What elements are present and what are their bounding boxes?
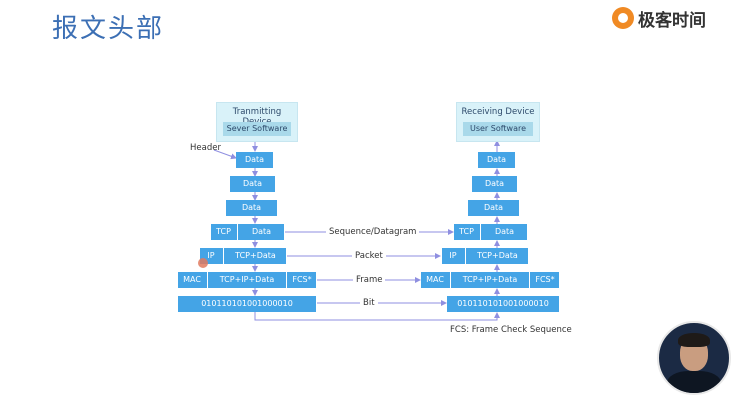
bit-link-label: Bit	[360, 298, 378, 308]
receiver-data-3: Data	[468, 200, 519, 216]
sender-tcp-segment: TCP Data	[211, 224, 284, 240]
presenter-hair	[678, 333, 710, 347]
receiver-ip-packet: IP TCP+Data	[442, 248, 528, 264]
segment-link-label: Sequence/Datagram	[326, 227, 420, 237]
sender-tcp-data: Data	[237, 224, 285, 240]
brand-logo-icon	[612, 7, 634, 29]
receiver-ip-payload: TCP+Data	[465, 248, 529, 264]
receiver-fcs: FCS*	[529, 272, 560, 288]
header-label: Header	[190, 143, 221, 153]
sender-bits: 010110101001000010	[178, 296, 316, 312]
receiver-data-2: Data	[472, 176, 517, 192]
pointer-highlight	[198, 258, 208, 268]
receiver-frame-payload: TCP+IP+Data	[450, 272, 529, 288]
header-pointer	[213, 149, 237, 160]
receiver-data-1-label: Data	[486, 155, 507, 164]
brand-name: 极客时间	[638, 10, 706, 31]
presenter-video[interactable]	[657, 321, 731, 395]
presenter-body	[667, 371, 721, 393]
sender-mac-header: MAC	[183, 275, 201, 284]
sender-data-3-label: Data	[241, 203, 262, 212]
receiver-mac-header: MAC	[426, 275, 444, 284]
sender-ip-packet: IP TCP+Data	[200, 248, 286, 264]
receiver-data-3-label: Data	[483, 203, 504, 212]
receiver-device: Receiving Device User Software	[456, 102, 540, 142]
sender-app: Sever Software	[223, 122, 291, 136]
receiver-data-1: Data	[478, 152, 515, 168]
receiver-app: User Software	[463, 122, 533, 136]
sender-tcp-header: TCP	[216, 227, 231, 236]
receiver-ip-header: IP	[449, 251, 457, 260]
packet-link-label: Packet	[352, 251, 386, 261]
receiver-tcp-segment: TCP Data	[454, 224, 527, 240]
receiver-tcp-header: TCP	[459, 227, 474, 236]
receiver-frame: MAC TCP+IP+Data FCS*	[421, 272, 559, 288]
bottom-loop	[254, 312, 500, 321]
receiver-tcp-data: Data	[480, 224, 528, 240]
sender-frame: MAC TCP+IP+Data FCS*	[178, 272, 316, 288]
sender-fcs: FCS*	[286, 272, 317, 288]
frame-link-label: Frame	[353, 275, 386, 285]
sender-data-1: Data	[236, 152, 273, 168]
receiver-data-2-label: Data	[484, 179, 505, 188]
sender-data-3: Data	[226, 200, 277, 216]
receiver-device-title: Receiving Device	[461, 107, 535, 117]
receiver-bits: 010110101001000010	[447, 296, 559, 312]
page-title: 报文头部	[52, 14, 165, 44]
sender-ip-header: IP	[207, 251, 215, 260]
sender-frame-payload: TCP+IP+Data	[207, 272, 286, 288]
sender-data-2-label: Data	[242, 179, 263, 188]
sender-ip-payload: TCP+Data	[223, 248, 287, 264]
fcs-footnote: FCS: Frame Check Sequence	[450, 325, 572, 335]
sender-data-2: Data	[230, 176, 275, 192]
sender-data-1-label: Data	[244, 155, 265, 164]
brand-logo-group: 极客时间	[612, 6, 706, 31]
sender-device: Tranmitting Device Sever Software	[216, 102, 298, 142]
